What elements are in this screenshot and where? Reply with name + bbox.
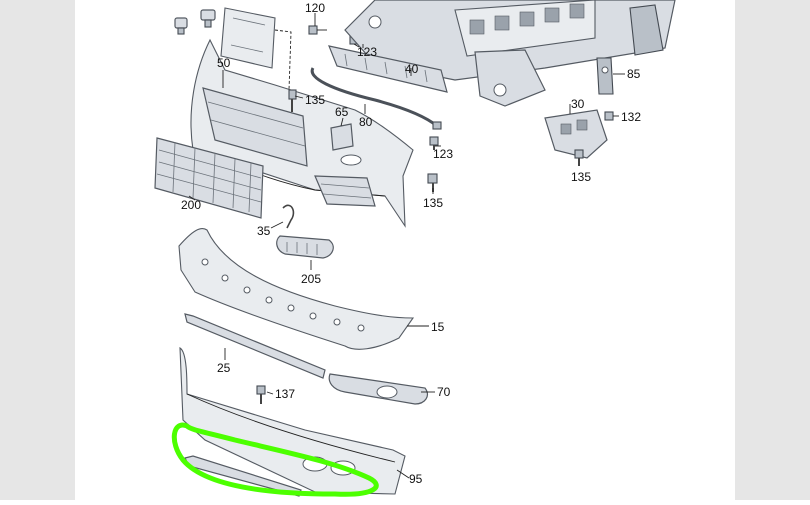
callout-35: 35 bbox=[257, 224, 271, 238]
callout-40: 40 bbox=[405, 62, 419, 76]
callout-132: 132 bbox=[621, 110, 641, 124]
screw-135-mid bbox=[427, 173, 438, 192]
screw-135-left bbox=[288, 89, 297, 112]
callout-65: 65 bbox=[335, 105, 349, 119]
screw-137 bbox=[256, 385, 266, 404]
callout-200: 200 bbox=[181, 198, 201, 212]
trim-strip-80 bbox=[310, 67, 442, 130]
trim-strip-25 bbox=[184, 313, 326, 379]
impact-beam bbox=[344, 0, 676, 107]
parts-diagram: 120 123 40 50 135 65 80 123 135 200 35 2… bbox=[75, 0, 735, 500]
callout-135-mid: 135 bbox=[423, 196, 443, 210]
mount-bracket-30 bbox=[544, 104, 608, 159]
callout-123-top: 123 bbox=[357, 45, 377, 59]
callout-80: 80 bbox=[359, 115, 373, 129]
bracket-85 bbox=[596, 57, 614, 95]
callout-50: 50 bbox=[217, 56, 231, 70]
bumper-cover-50 bbox=[190, 38, 414, 228]
screw-120 bbox=[308, 25, 327, 35]
callout-15: 15 bbox=[431, 320, 445, 334]
callout-85: 85 bbox=[627, 67, 641, 81]
callout-30: 30 bbox=[571, 97, 585, 111]
right-margin bbox=[735, 0, 810, 500]
callout-123-mid: 123 bbox=[433, 147, 453, 161]
callout-205: 205 bbox=[301, 272, 321, 286]
callout-135-right: 135 bbox=[571, 170, 591, 184]
callout-labels: 120 123 40 50 135 65 80 123 135 200 35 2… bbox=[181, 1, 641, 486]
left-margin bbox=[0, 0, 75, 500]
screw-123-mid bbox=[429, 136, 439, 150]
fog-grille-205 bbox=[276, 235, 334, 259]
screw-132 bbox=[604, 111, 619, 121]
highlighted-part bbox=[171, 422, 379, 497]
exploded-view: 120 123 40 50 135 65 80 123 135 200 35 2… bbox=[154, 0, 676, 497]
callout-95: 95 bbox=[409, 472, 423, 486]
under-panel-15 bbox=[178, 228, 415, 350]
upper-grille-40 bbox=[328, 45, 448, 93]
side-trim-70 bbox=[328, 373, 428, 405]
clip-35 bbox=[282, 204, 295, 229]
tow-hook-cap-65 bbox=[330, 123, 354, 151]
clip-fasteners bbox=[174, 9, 216, 35]
callout-137: 137 bbox=[275, 387, 295, 401]
callout-120: 120 bbox=[305, 1, 325, 15]
callout-25: 25 bbox=[217, 361, 231, 375]
screw-135-right bbox=[574, 149, 584, 166]
lower-grille-200 bbox=[154, 137, 264, 219]
callout-70: 70 bbox=[437, 385, 451, 399]
highlight-ring bbox=[171, 422, 379, 497]
callout-135-left: 135 bbox=[305, 93, 325, 107]
